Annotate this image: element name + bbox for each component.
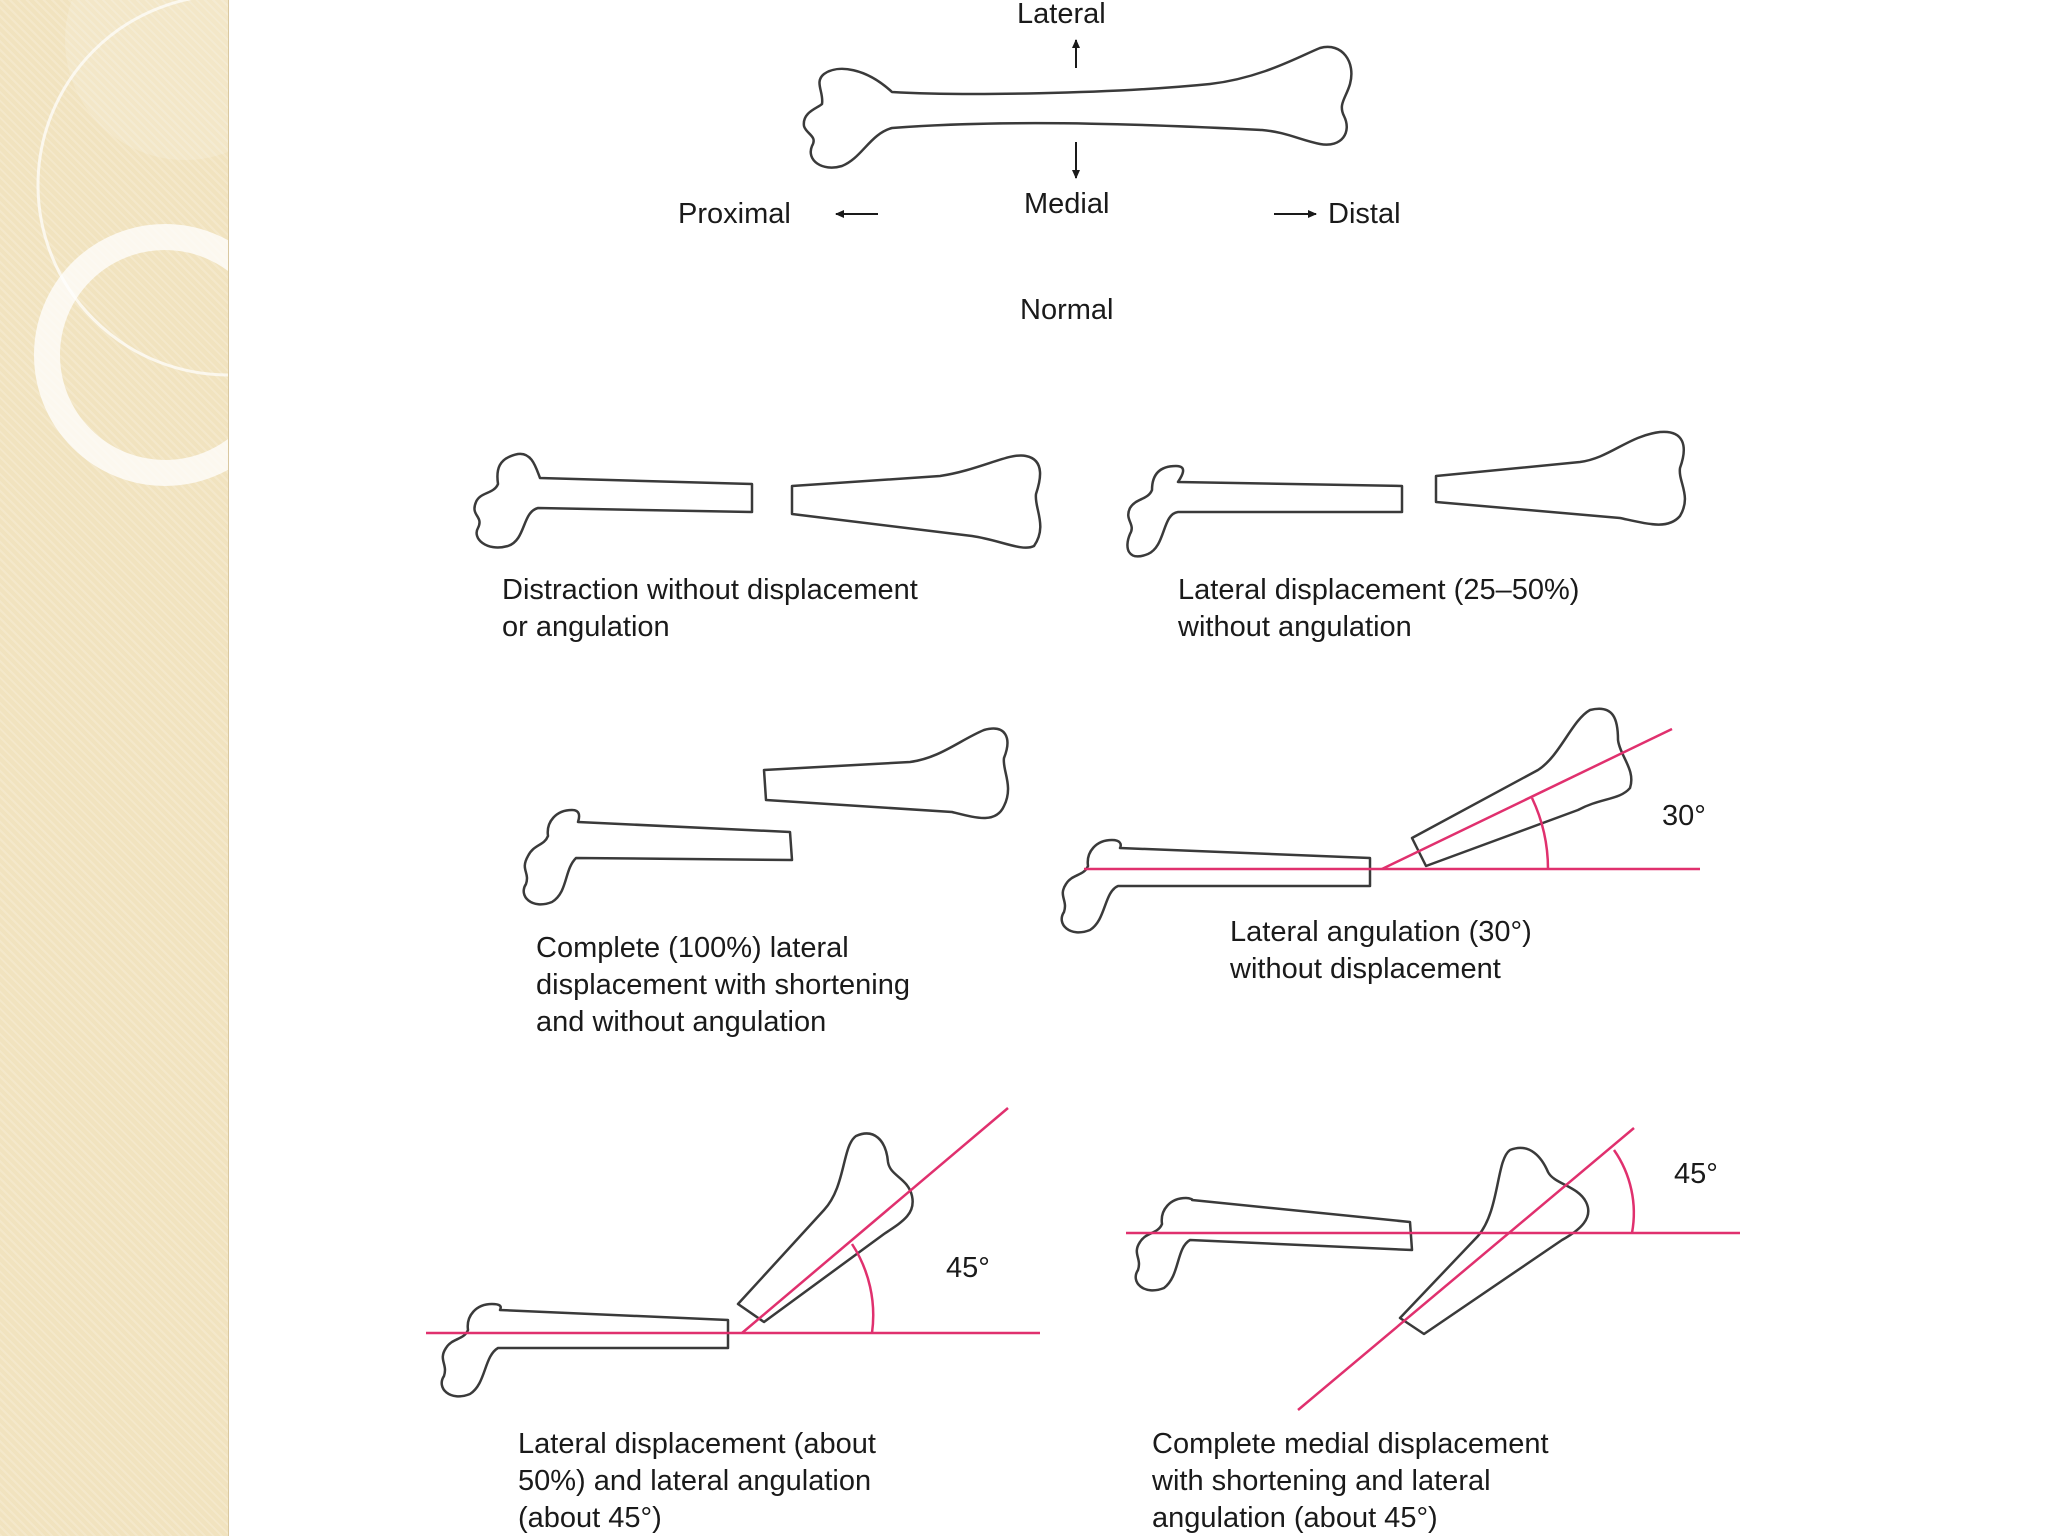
panel-caption-complete-lateral-displacement: Complete (100%) lateral displacement wit… [536,930,910,1041]
panel-lateral-displacement-angulation-45-bones [440,1132,914,1398]
normal-label: Normal [1020,294,1114,326]
caption-line: Distraction without displacement [502,574,918,606]
caption-line: Complete (100%) lateral [536,932,849,964]
ring-icon [36,0,228,377]
panel-caption-distraction: Distraction without displacement or angu… [502,572,918,646]
sidebar-rings [34,0,228,486]
panel-lateral-displacement-angulation-45-reference-lines [426,1107,1040,1335]
caption-line: angulation (about 45°) [1152,1502,1438,1534]
normal-femur [802,45,1353,169]
caption-line: without angulation [1178,611,1412,643]
orientation-arrows [835,39,1317,218]
panel-complete-lateral-displacement-bones [522,727,1010,906]
angle-label-30: 30° [1662,800,1706,832]
panel-lateral-angulation-30-reference-lines [1084,727,1700,871]
panel-caption-lateral-angulation-30: Lateral angulation (30°) without displac… [1230,914,1532,988]
medial-label: Medial [1024,188,1110,220]
caption-line: with shortening and lateral [1152,1465,1491,1497]
caption-line: 50%) and lateral angulation [518,1465,872,1497]
panel-distraction-bones [473,452,1042,549]
panel-caption-complete-medial-displacement: Complete medial displacement with shorte… [1152,1426,1549,1537]
angle-label-45-lateral: 45° [946,1252,990,1284]
caption-line: displacement with shortening [536,969,910,1001]
angle-label-45-medial: 45° [1674,1158,1718,1190]
caption-line: Lateral displacement (25–50%) [1178,574,1580,606]
proximal-label: Proximal [678,198,791,230]
caption-line: without displacement [1230,953,1501,985]
caption-line: (about 45°) [518,1502,662,1534]
panel-complete-medial-displacement-bones [1134,1146,1590,1336]
panel-lateral-displacement-bones [1126,430,1687,558]
decorative-sidebar [0,0,229,1536]
caption-line: and without angulation [536,1006,827,1038]
panel-complete-medial-displacement-reference-lines [1126,1127,1740,1411]
distal-label: Distal [1328,198,1401,230]
panel-caption-lateral-displacement: Lateral displacement (25–50%) without an… [1178,572,1579,646]
caption-line: Complete medial displacement [1152,1428,1549,1460]
ring-icon [65,0,228,160]
panel-caption-lateral-displacement-angulation-45: Lateral displacement (about 50%) and lat… [518,1426,876,1537]
caption-line: Lateral angulation (30°) [1230,916,1532,948]
panel-lateral-angulation-30-bones [1060,707,1633,934]
caption-line: Lateral displacement (about [518,1428,876,1460]
lateral-label: Lateral [1017,0,1106,30]
caption-line: or angulation [502,611,670,643]
ring-icon [34,224,228,486]
